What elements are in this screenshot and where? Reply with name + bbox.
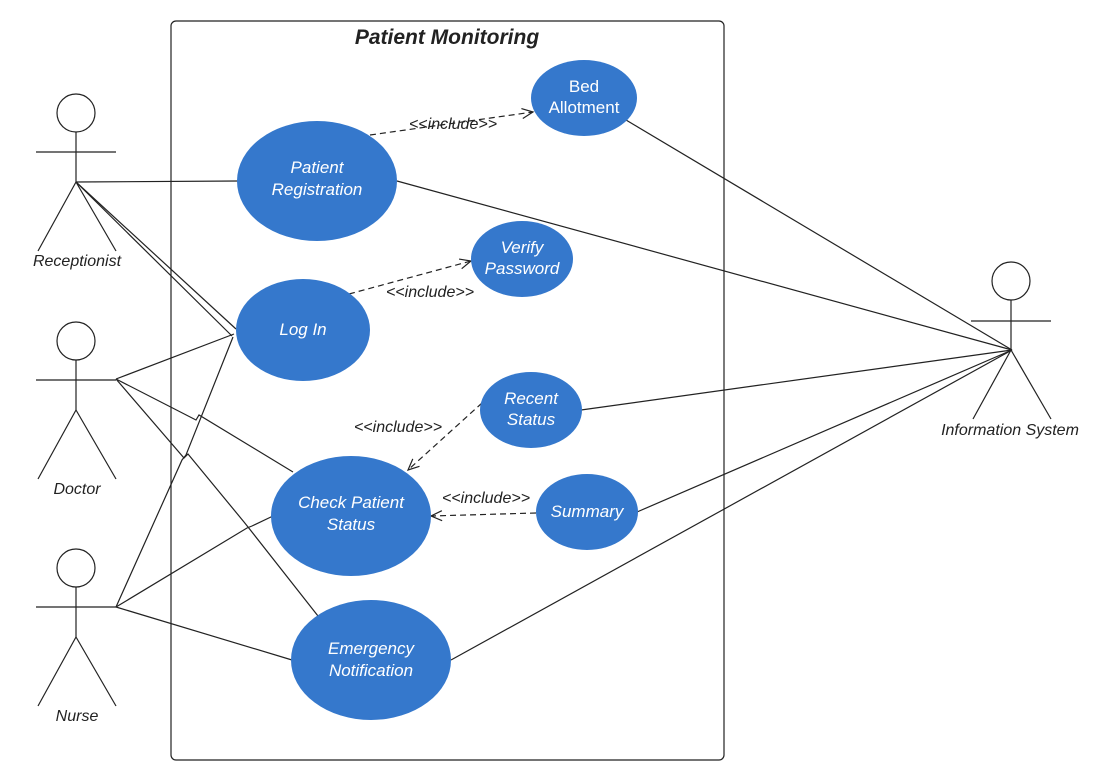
usecase-label: Summary [551, 502, 625, 521]
stick-figure-icon [36, 548, 117, 707]
usecase-summary[interactable]: Summary [536, 474, 638, 550]
assoc-nurse-login [115, 336, 234, 608]
assoc-doctor-emergency [115, 378, 319, 617]
include-label-verify: <<include>> [386, 284, 474, 301]
assoc-doctor-check-status [115, 378, 294, 473]
assoc-infosys-registration [396, 180, 1013, 351]
assoc-infosys-summary [636, 349, 1013, 513]
assoc-receptionist-login-1 [75, 181, 237, 330]
assoc-receptionist-login-2 [75, 181, 233, 337]
usecase-label: Status [507, 410, 556, 429]
include-login-verify [348, 258, 473, 295]
system-title: Patient Monitoring [355, 26, 539, 49]
usecase-label: Patient [291, 158, 345, 177]
usecase-label: Log In [279, 320, 326, 339]
actor-label: Doctor [53, 481, 101, 498]
stick-figure-icon [971, 261, 1052, 420]
usecase-label: Verify [501, 238, 545, 257]
usecase-label: Status [327, 515, 376, 534]
usecase-label: Check Patient [298, 493, 405, 512]
association-lines [75, 119, 1013, 661]
include-label-bed: <<include>> [409, 116, 497, 133]
include-label-recent: <<include>> [354, 419, 442, 436]
stick-figure-icon [36, 93, 117, 252]
assoc-receptionist-registration [75, 180, 239, 183]
assoc-nurse-emergency [115, 606, 293, 661]
usecase-label: Password [485, 259, 560, 278]
assoc-infosys-bed [625, 119, 1013, 351]
actor-label: Information System [941, 422, 1079, 439]
include-check-recent [406, 402, 483, 471]
include-label-summary: <<include>> [442, 490, 530, 507]
stick-figure-icon [36, 321, 117, 480]
usecase-label: Bed [569, 77, 599, 96]
assoc-infosys-emergency [450, 349, 1013, 661]
svg-text:Log In: Log In [279, 320, 326, 339]
actor-label: Receptionist [33, 253, 122, 270]
usecase-label: Emergency [328, 639, 415, 658]
assoc-nurse-check-status [115, 515, 274, 608]
usecase-label: Recent [504, 389, 559, 408]
include-registration-bed [369, 108, 535, 136]
actor-nurse[interactable]: Nurse [36, 548, 117, 725]
svg-text:Summary: Summary [551, 502, 625, 521]
actor-receptionist[interactable]: Receptionist [33, 93, 122, 270]
assoc-infosys-recent [580, 349, 1013, 411]
usecase-label: Notification [329, 661, 413, 680]
usecase-label: Registration [272, 180, 363, 199]
assoc-doctor-login [115, 333, 235, 380]
include-check-summary [429, 510, 537, 522]
actor-doctor[interactable]: Doctor [36, 321, 117, 498]
actor-label: Nurse [56, 708, 99, 725]
usecase-label: Allotment [549, 98, 620, 117]
usecase-log-in[interactable]: Log In [236, 279, 370, 381]
actor-information-system[interactable]: Information System [941, 261, 1079, 439]
include-dependencies [348, 108, 537, 522]
